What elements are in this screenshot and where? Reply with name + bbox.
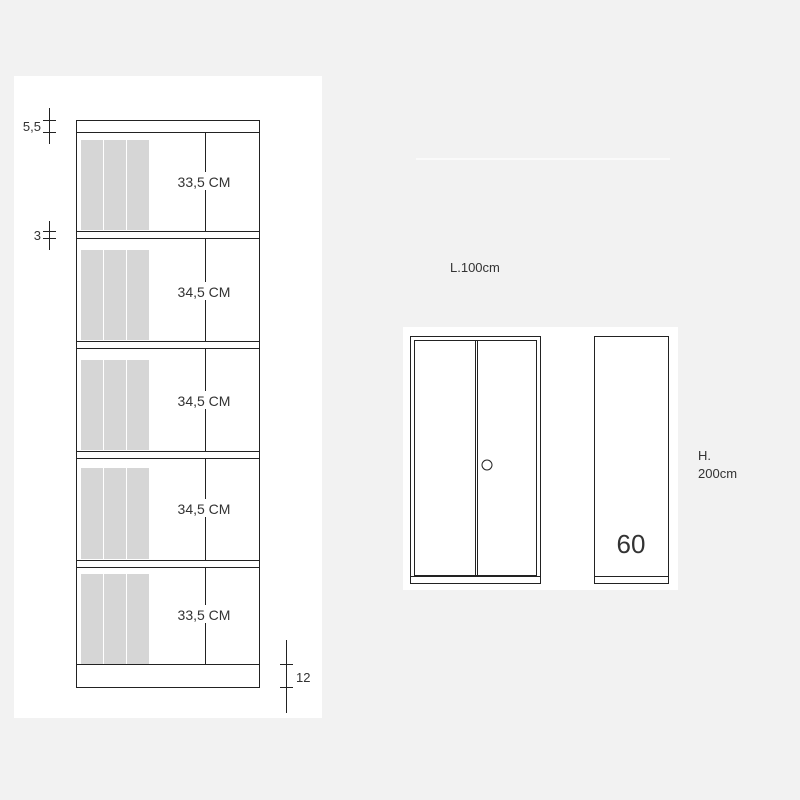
binder-group [81,468,149,559]
front-view [410,336,541,584]
front-outer-frame [410,336,541,584]
height-label-line1: H. [698,448,711,463]
height-label-line2: 200cm [698,466,737,481]
binder [81,250,103,340]
top-dimension-marker [43,108,56,144]
binder [127,250,149,340]
binder [81,574,103,664]
section-view [76,120,260,688]
compartment-height-label: 34,5 CM [178,393,231,409]
binder [104,574,126,664]
binder [127,360,149,450]
compartment-labels: 33,5 CM 34,5 CM 34,5 CM 34,5 CM 33,5 CM [172,172,236,623]
base-dimension-marker [280,640,293,713]
cabinet-section-outline [76,120,260,688]
binder [104,140,126,230]
binder-group [81,140,149,230]
binder-group [81,360,149,450]
binder-group [81,250,149,340]
binder [104,360,126,450]
section-view-panel [14,76,322,718]
side-view [594,336,669,584]
shelf-dimension-label: 3 [34,228,41,243]
binder [127,140,149,230]
top-dimension-label: 5,5 [23,119,41,134]
binder [104,468,126,559]
binder [81,468,103,559]
faint-guide-line [416,158,670,160]
binder [81,360,103,450]
base-dimension-label: 12 [296,670,310,685]
compartment-height-label: 33,5 CM [178,607,231,623]
compartment-height-label: 34,5 CM [178,501,231,517]
binder-group [81,574,149,664]
compartment-height-label: 34,5 CM [178,284,231,300]
compartment-height-label: 33,5 CM [178,174,231,190]
binder [104,250,126,340]
binder [127,574,149,664]
lock-icon [481,459,493,471]
side-outer-frame [594,336,669,584]
binder [127,468,149,559]
binders [81,140,149,664]
width-label: L.100cm [450,260,500,275]
depth-label: 60 [617,529,646,559]
binder [81,140,103,230]
shelf-dimension-marker [43,221,56,250]
